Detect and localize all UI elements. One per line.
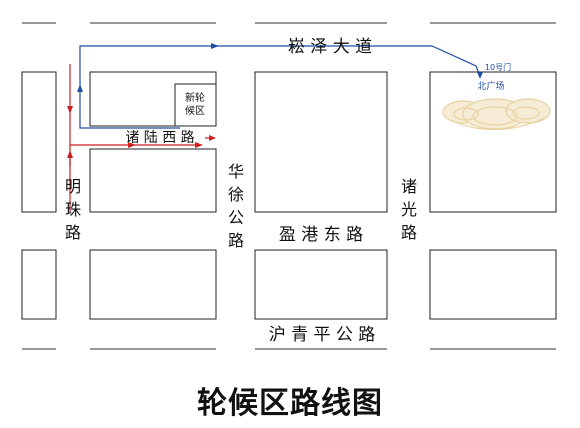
gate-label: 10号门 [485, 62, 511, 72]
queue-area-box [174, 83, 217, 127]
queue-area-label-line: 新轮 [185, 91, 205, 104]
road-label-middle-left: 诸 陆 西 路 [125, 130, 194, 146]
road-label-bottom: 沪 青 平 公 路 [269, 325, 376, 345]
vertical-label-char: 明 [65, 177, 81, 196]
blue-arrow-down [477, 72, 483, 79]
blue-arrow-right [211, 43, 219, 49]
red-arrow-right-3 [209, 135, 216, 141]
block-center [254, 71, 388, 213]
queue-area-label-line: 候区 [185, 104, 205, 117]
north-plaza-label: 北广场 [477, 80, 504, 92]
city-blocks [21, 71, 557, 320]
road-label-right-vertical: 诸光路 [401, 177, 417, 242]
road-label-top: 崧 泽 大 道 [288, 37, 372, 57]
vertical-label-char: 路 [65, 223, 81, 242]
road-label-middle-center: 盈 港 东 路 [279, 225, 363, 245]
stadium-building [442, 98, 551, 131]
vertical-label-char: 路 [228, 231, 244, 250]
blue-arrow-up [77, 84, 83, 92]
block-right-upper [429, 71, 557, 213]
red-arrow-right-2 [195, 142, 203, 148]
red-arrow-up [67, 150, 73, 158]
block-left-mid [89, 148, 217, 213]
block-left-upper [21, 71, 57, 213]
red-route [67, 64, 216, 212]
block-left-lower [89, 249, 217, 320]
red-arrow-down [67, 106, 73, 114]
vertical-label-char: 徐 [228, 185, 244, 204]
vertical-label-char: 华 [228, 162, 244, 181]
block-center-lower [254, 249, 388, 320]
block-right-lower [429, 249, 557, 320]
block-left-lower-narrow [21, 249, 57, 320]
red-arrow-right-1 [128, 142, 136, 148]
map-title: 轮候区路线图 [197, 386, 383, 421]
blue-route [77, 43, 483, 129]
road-label-left-vertical: 明珠路 [65, 177, 81, 242]
vertical-label-char: 光 [401, 200, 417, 219]
vertical-label-char: 诸 [401, 177, 417, 196]
vertical-label-char: 珠 [65, 200, 81, 219]
vertical-label-char: 公 [228, 208, 244, 227]
vertical-label-char: 路 [401, 223, 417, 242]
